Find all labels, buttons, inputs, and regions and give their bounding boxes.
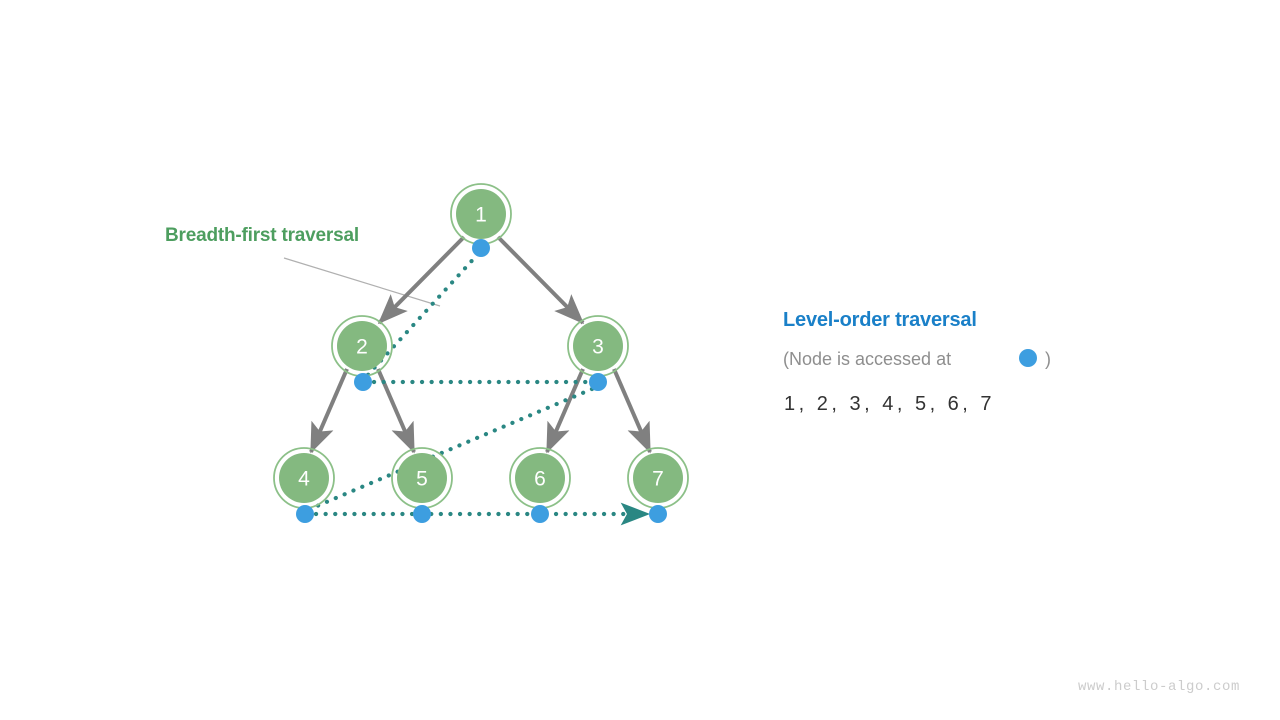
tree-node-2: 2	[331, 315, 393, 377]
tree-edge-n3-to-n7	[612, 368, 652, 454]
visit-dots	[296, 239, 667, 523]
tree-nodes: 1 2 3 4 5 6 7	[273, 183, 689, 509]
node-label-5: 5	[416, 468, 428, 491]
visit-dot-legend-icon	[1019, 349, 1037, 367]
visit-dot-6	[531, 505, 549, 523]
tree-node-1: 1	[450, 183, 512, 245]
node-circle-4	[279, 453, 329, 503]
breadth-first-traversal-caption: Breadth-first traversal	[165, 225, 359, 246]
visit-dot-2	[354, 373, 372, 391]
node-circle-2	[337, 321, 387, 371]
node-label-7: 7	[652, 468, 664, 491]
site-watermark: www.hello-algo.com	[1078, 679, 1240, 695]
node-circle-6	[515, 453, 565, 503]
visit-dot-3	[589, 373, 607, 391]
node-label-2: 2	[356, 336, 368, 359]
traversal-path	[307, 251, 651, 526]
level-order-traversal-title: Level-order traversal	[783, 309, 977, 331]
legend-subtitle-prefix: (Node is accessed at	[783, 349, 951, 369]
tree-node-3: 3	[567, 315, 629, 377]
node-label-4: 4	[298, 468, 310, 491]
node-circle-3	[573, 321, 623, 371]
node-label-1: 1	[475, 204, 487, 227]
node-circle-1	[456, 189, 506, 239]
node-label-3: 3	[592, 336, 604, 359]
caption-leader-line	[283, 257, 441, 307]
tree-node-7: 7	[627, 447, 689, 509]
traversal-segment-n1-to-n2	[363, 251, 481, 380]
tree-node-6: 6	[509, 447, 571, 509]
node-circle-5	[397, 453, 447, 503]
node-circle-7	[633, 453, 683, 503]
tree-edge-n1-to-n3	[496, 235, 585, 325]
visit-dot-7	[649, 505, 667, 523]
node-label-6: 6	[534, 468, 546, 491]
visit-dot-5	[413, 505, 431, 523]
tree-edge-n1-to-n2	[377, 235, 466, 325]
traversal-sequence: 1, 2, 3, 4, 5, 6, 7	[784, 393, 995, 415]
traversal-segment-n3-to-n4	[307, 386, 595, 512]
tree-node-5: 5	[391, 447, 453, 509]
visit-dot-4	[296, 505, 314, 523]
tree-node-4: 4	[273, 447, 335, 509]
legend-subtitle-suffix: )	[1045, 349, 1051, 369]
tree-edge-n2-to-n4	[309, 368, 349, 454]
visit-dot-1	[472, 239, 490, 257]
